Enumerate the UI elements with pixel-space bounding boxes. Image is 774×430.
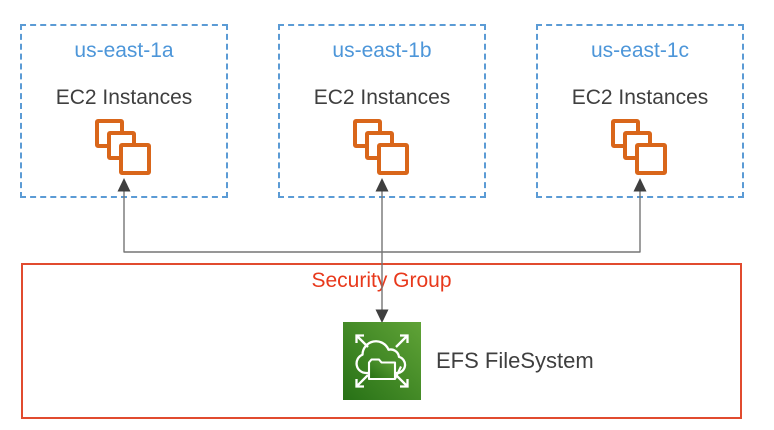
efs-icon	[343, 322, 421, 400]
az-box-us-east-1b: us-east-1b EC2 Instances	[278, 24, 486, 198]
az-title: us-east-1c	[590, 39, 690, 62]
ec2-instances-icon	[611, 119, 669, 177]
az-box-us-east-1a: us-east-1a EC2 Instances	[20, 24, 228, 198]
az-box-us-east-1c: us-east-1c EC2 Instances	[536, 24, 744, 198]
instance-square-icon	[119, 143, 151, 175]
efs-filesystem-label: EFS FileSystem	[436, 348, 594, 373]
ec2-instances-icon	[95, 119, 153, 177]
instance-square-icon	[635, 143, 667, 175]
az-title: us-east-1a	[74, 39, 174, 62]
ec2-instances-label: EC2 Instances	[571, 86, 709, 109]
cloud-icon	[355, 340, 407, 375]
ec2-instances-label: EC2 Instances	[55, 86, 193, 109]
ec2-instances-label: EC2 Instances	[313, 86, 451, 109]
connector-trunk-line	[123, 191, 641, 253]
folder-icon	[367, 358, 402, 381]
efs-icon-background	[343, 322, 421, 400]
ec2-instances-icon	[353, 119, 411, 177]
instance-square-icon	[377, 143, 409, 175]
security-group-label: Security Group	[311, 269, 452, 292]
az-title: us-east-1b	[332, 39, 432, 62]
